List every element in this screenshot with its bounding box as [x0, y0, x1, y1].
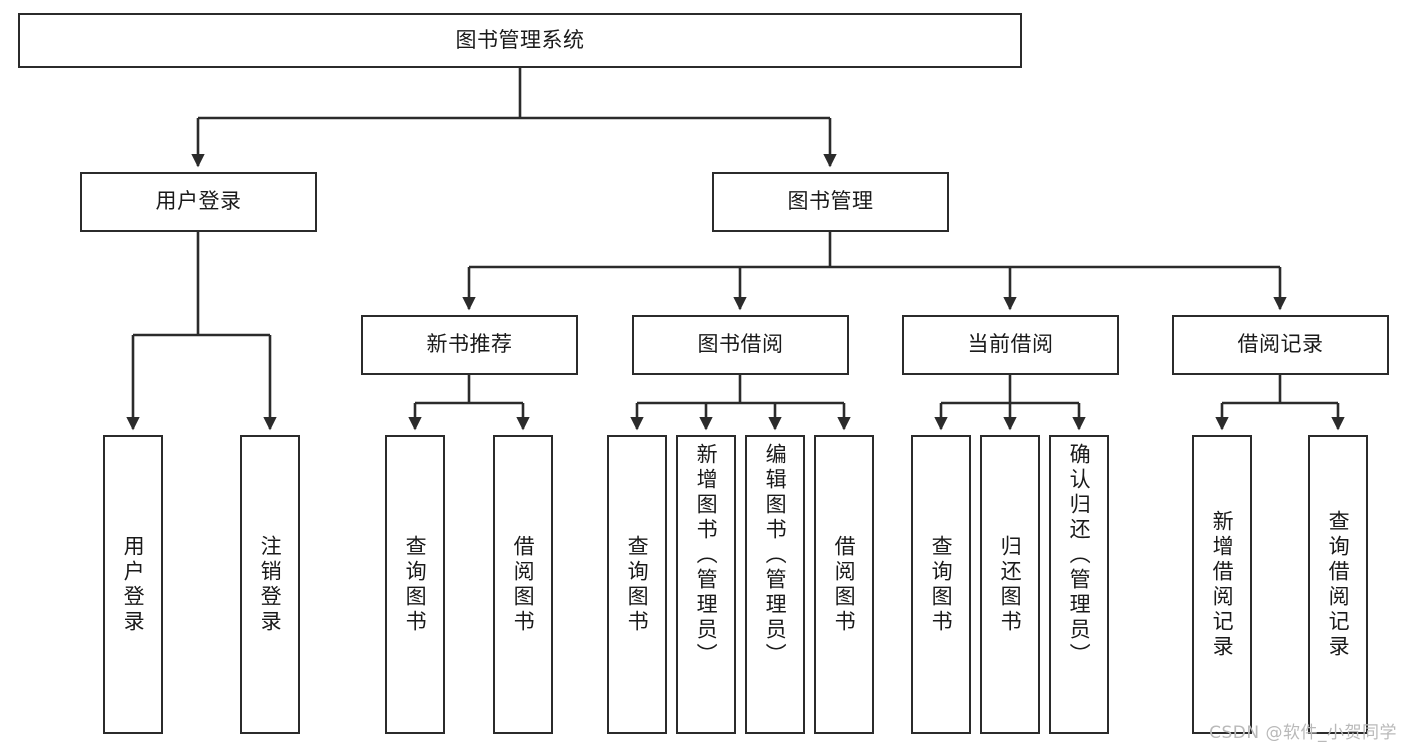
node-current-borrow[interactable]: 当前借阅 [902, 315, 1119, 375]
csdn-watermark: CSDN @软件_小贺同学 [1209, 723, 1397, 743]
leaf-borrow-book-recommend[interactable]: 借阅图书 [493, 435, 553, 734]
leaf-add-book-admin[interactable]: 新增图书（管理员） [676, 435, 736, 734]
leaf-query-borrow-record[interactable]: 查询借阅记录 [1308, 435, 1368, 734]
node-label: 借阅图书 [832, 534, 857, 635]
leaf-query-book-current[interactable]: 查询图书 [911, 435, 971, 734]
node-label: 新增图书（管理员） [694, 443, 719, 668]
node-borrow-record[interactable]: 借阅记录 [1172, 315, 1389, 375]
node-label: 查询图书 [625, 534, 650, 635]
leaf-query-book-borrow[interactable]: 查询图书 [607, 435, 667, 734]
leaf-borrow-book-borrow[interactable]: 借阅图书 [814, 435, 874, 734]
node-label: 当前借阅 [967, 332, 1054, 357]
leaf-edit-book-admin[interactable]: 编辑图书（管理员） [745, 435, 805, 734]
node-label: 查询图书 [929, 534, 954, 635]
node-label: 编辑图书（管理员） [763, 443, 788, 668]
leaf-confirm-return-admin[interactable]: 确认归还（管理员） [1049, 435, 1109, 734]
node-label: 查询图书 [403, 534, 428, 635]
node-label: 用户登录 [121, 534, 146, 635]
node-book-borrow[interactable]: 图书借阅 [632, 315, 849, 375]
leaf-return-book[interactable]: 归还图书 [980, 435, 1040, 734]
node-user-login[interactable]: 用户登录 [80, 172, 317, 232]
node-label: 注销登录 [258, 534, 283, 635]
node-new-book-recommend[interactable]: 新书推荐 [361, 315, 578, 375]
node-label: 借阅图书 [511, 534, 536, 635]
leaf-user-login[interactable]: 用户登录 [103, 435, 163, 734]
node-label: 归还图书 [998, 534, 1023, 635]
node-label: 新增借阅记录 [1210, 509, 1235, 660]
node-label: 借阅记录 [1237, 332, 1324, 357]
leaf-logout-login[interactable]: 注销登录 [240, 435, 300, 734]
node-book-manage[interactable]: 图书管理 [712, 172, 949, 232]
node-label: 查询借阅记录 [1326, 509, 1351, 660]
node-root-system[interactable]: 图书管理系统 [18, 13, 1022, 68]
node-label: 新书推荐 [426, 332, 513, 357]
node-label: 图书借阅 [697, 332, 784, 357]
node-label: 确认归还（管理员） [1067, 443, 1092, 668]
node-label: 用户登录 [155, 189, 242, 214]
leaf-query-book-recommend[interactable]: 查询图书 [385, 435, 445, 734]
leaf-add-borrow-record[interactable]: 新增借阅记录 [1192, 435, 1252, 734]
node-label: 图书管理系统 [455, 27, 585, 52]
node-label: 图书管理 [787, 189, 874, 214]
